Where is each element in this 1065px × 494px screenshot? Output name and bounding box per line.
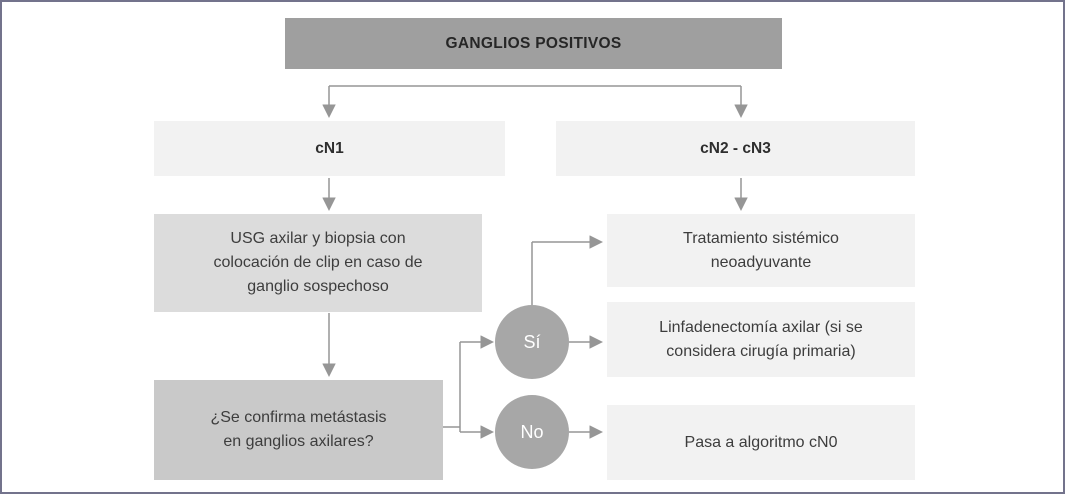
node-question-metastasis: ¿Se confirma metástasis en ganglios axil… xyxy=(154,380,443,480)
title-box: GANGLIOS POSITIVOS xyxy=(285,18,782,69)
node-tratamiento-sistemico: Tratamiento sistémico neoadyuvante xyxy=(607,214,915,287)
decision-circle-yes: Sí xyxy=(495,305,569,379)
node-linfadenectomia: Linfadenectomía axilar (si se considera … xyxy=(607,302,915,377)
node-usg-axilar: USG axilar y biopsia con colocación de c… xyxy=(154,214,482,312)
node-pasa-algoritmo-cn0: Pasa a algoritmo cN0 xyxy=(607,405,915,480)
branch-box-cn1: cN1 xyxy=(154,121,505,176)
branch-box-cn2-cn3: cN2 - cN3 xyxy=(556,121,915,176)
decision-circle-no: No xyxy=(495,395,569,469)
